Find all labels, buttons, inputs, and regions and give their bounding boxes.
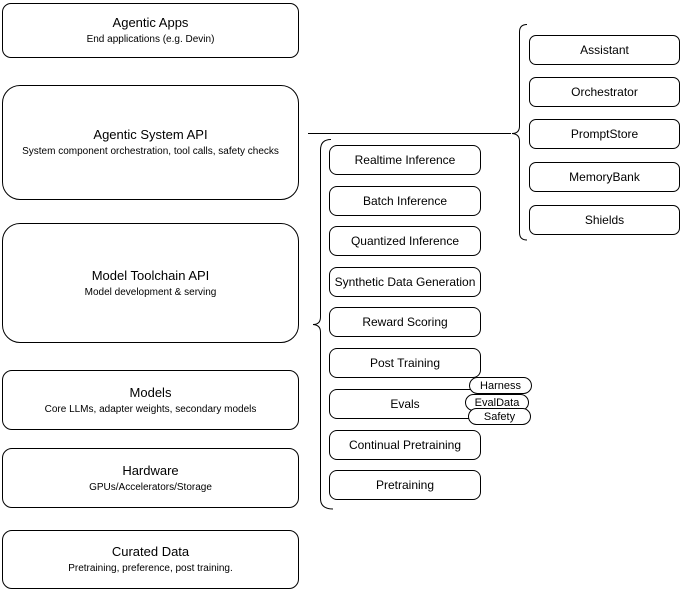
toolchain-item-post-training: Post Training (329, 348, 481, 378)
models-box: Models Core LLMs, adapter weights, secon… (2, 370, 299, 430)
models-title: Models (129, 384, 172, 400)
component-promptstore: PromptStore (529, 119, 680, 149)
system-components-bracket (511, 24, 528, 241)
component-orchestrator: Orchestrator (529, 77, 680, 107)
curated-data-box: Curated Data Pretraining, preference, po… (2, 530, 299, 589)
toolchain-item-evals: Evals (329, 389, 481, 419)
toolchain-item-pretraining: Pretraining (329, 470, 481, 500)
hardware-title: Hardware (122, 462, 179, 478)
agentic-apps-title: Agentic Apps (112, 15, 189, 30)
hardware-box: Hardware GPUs/Accelerators/Storage (2, 448, 299, 508)
models-subtitle: Core LLMs, adapter weights, secondary mo… (44, 403, 257, 415)
agentic-apps-subtitle: End applications (e.g. Devin) (86, 34, 215, 45)
agentic-system-api-subtitle: System component orchestration, tool cal… (22, 146, 279, 157)
eval-tag-safety: Safety (468, 408, 531, 425)
toolchain-item-continual-pretraining: Continual Pretraining (329, 430, 481, 460)
toolchain-item-realtime-inference: Realtime Inference (329, 145, 481, 175)
model-toolchain-api-subtitle: Model development & serving (84, 286, 217, 298)
toolchain-item-reward-scoring: Reward Scoring (329, 307, 481, 337)
agentic-system-api-title: Agentic System API (93, 127, 208, 142)
toolchain-item-quantized-inference: Quantized Inference (329, 226, 481, 256)
model-toolchain-api-box: Model Toolchain API Model development & … (2, 223, 299, 343)
component-memorybank: MemoryBank (529, 162, 680, 192)
agentic-system-api-box: Agentic System API System component orch… (2, 85, 299, 200)
model-toolchain-api-title: Model Toolchain API (91, 267, 210, 283)
toolchain-item-batch-inference: Batch Inference (329, 186, 481, 216)
component-assistant: Assistant (529, 35, 680, 65)
eval-tag-harness: Harness (469, 377, 532, 394)
curated-data-title: Curated Data (111, 544, 190, 559)
toolchain-item-synthetic-data-generation: Synthetic Data Generation (329, 267, 481, 297)
agentic-apps-box: Agentic Apps End applications (e.g. Devi… (2, 3, 299, 58)
curated-data-subtitle: Pretraining, preference, post training. (68, 563, 233, 574)
hardware-subtitle: GPUs/Accelerators/Storage (89, 481, 212, 493)
component-shields: Shields (529, 205, 680, 235)
